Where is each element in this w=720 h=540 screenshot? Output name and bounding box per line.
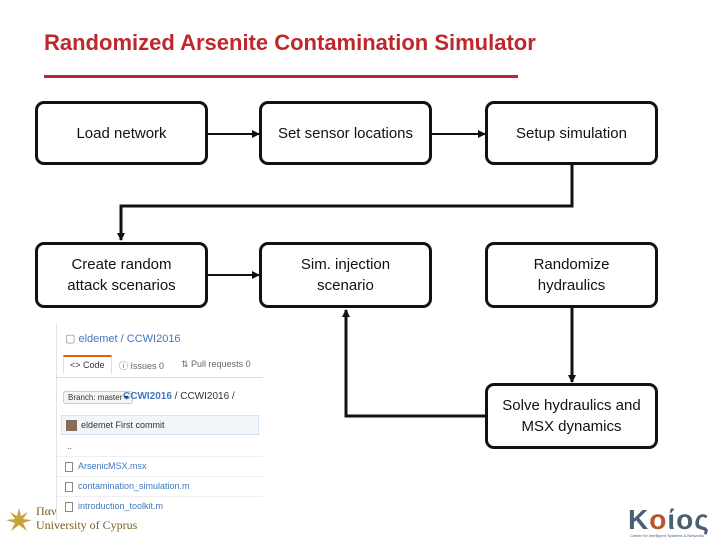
node-set-sensor-locations: Set sensor locations <box>259 101 432 165</box>
tab-pull-requests[interactable]: ⇅ Pull requests 0 <box>181 359 251 369</box>
divider <box>57 476 263 477</box>
node-label-line2: MSX dynamics <box>521 418 622 435</box>
university-of-cyprus-logo-icon <box>6 508 32 531</box>
repo-title[interactable]: ▢ eldemet / CCWI2016 <box>65 333 181 345</box>
repo-tabs: <> Code ⓘ Issues 0 ⇅ Pull requests 0 <box>57 353 263 378</box>
node-label-line1: Randomize <box>533 256 610 273</box>
breadcrumb: CCWI2016 / CCWI2016 / <box>123 391 235 402</box>
koios-logo-subtitle: Center for Intelligent Systems & Network… <box>630 533 705 538</box>
parent-directory-link[interactable]: .. <box>67 441 73 451</box>
node-sim-injection-scenario: Sim. injection scenario <box>259 242 432 308</box>
issue-icon: ⓘ <box>119 361 131 371</box>
file-row[interactable]: introduction_toolkit.m <box>65 501 163 512</box>
branch-selector[interactable]: Branch: master ▾ <box>63 391 134 404</box>
node-label: Load network <box>76 124 167 142</box>
node-label-line2: attack scenarios <box>67 277 176 294</box>
node-label-line1: Solve hydraulics and <box>502 397 641 414</box>
arrow-solve-to-sim <box>342 309 485 418</box>
file-row[interactable]: ArsenicMSX.msx <box>65 461 147 472</box>
avatar <box>66 420 77 432</box>
node-load-network: Load network <box>35 101 208 165</box>
file-icon <box>65 501 73 512</box>
node-label-line1: Sim. injection <box>300 256 391 273</box>
repo-icon: ▢ <box>65 333 79 345</box>
node-create-random-attack-scenarios: Create random attack scenarios <box>35 242 208 308</box>
node-solve-hydraulics-msx: Solve hydraulics and MSX dynamics <box>485 383 658 449</box>
commit-message[interactable]: eldemet First commit <box>81 420 165 430</box>
github-repo-screenshot: ▢ eldemet / CCWI2016 <> Code ⓘ Issues 0 … <box>56 323 263 519</box>
breadcrumb-repo-link[interactable]: CCWI2016 <box>123 391 172 402</box>
university-of-cyprus-logo-text: Παν University of Cyprus <box>36 504 138 532</box>
file-icon <box>65 461 73 472</box>
node-label-line2: scenario <box>317 277 374 294</box>
node-label-line2: hydraulics <box>537 277 606 294</box>
node-label-line1: Create random <box>71 256 172 273</box>
divider <box>57 456 263 457</box>
file-row[interactable]: contamination_simulation.m <box>65 481 190 492</box>
divider <box>57 496 263 497</box>
node-randomize-hydraulics: Randomize hydraulics <box>485 242 658 308</box>
node-setup-simulation: Setup simulation <box>485 101 658 165</box>
file-icon <box>65 481 73 492</box>
node-label: Setup simulation <box>516 124 627 142</box>
page-title: Randomized Arsenite Contamination Simula… <box>44 30 536 55</box>
latest-commit-bar: eldemet First commit <box>61 415 259 435</box>
tab-code[interactable]: <> Code <box>63 355 112 374</box>
title-underline <box>44 75 518 78</box>
pull-request-icon: ⇅ <box>181 359 192 369</box>
koios-logo: Kοίος <box>628 504 710 535</box>
arrow-setup-to-create <box>117 164 574 241</box>
node-label: Set sensor locations <box>277 124 414 142</box>
tab-issues[interactable]: ⓘ Issues 0 <box>119 361 165 371</box>
